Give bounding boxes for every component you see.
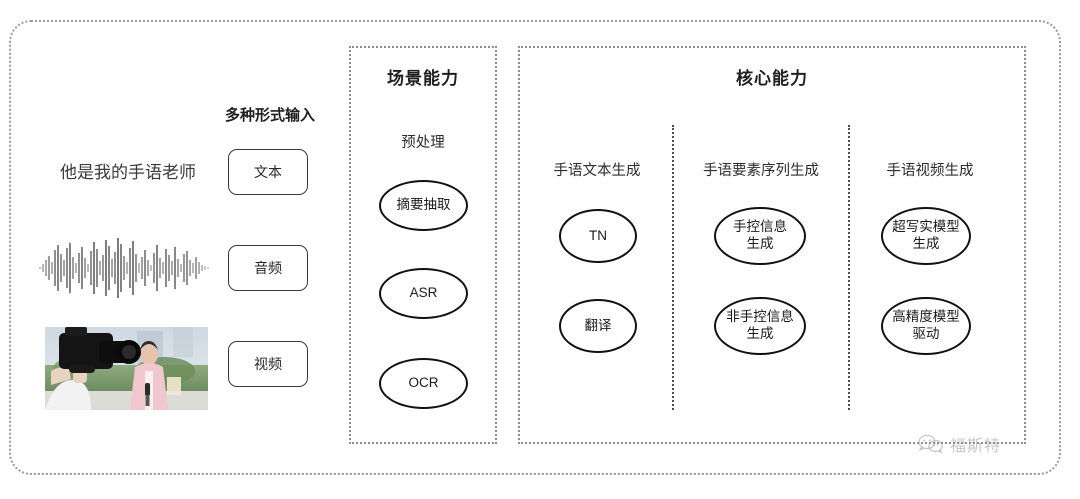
node-label: ASR	[409, 285, 438, 301]
core-capability-panel	[518, 46, 1026, 444]
node-label-line2: 生成	[912, 236, 940, 251]
scene-capability-panel	[349, 46, 497, 444]
input-chip-text[interactable]: 文本	[228, 149, 308, 195]
node-high-precision-model-driving[interactable]: 高精度模型 驱动	[881, 297, 971, 355]
core-column-divider-1	[672, 125, 674, 410]
node-label-line1: 超写实模型	[892, 219, 960, 235]
preprocess-group-label: 预处理	[401, 135, 445, 151]
core-column-divider-2	[848, 125, 850, 410]
node-asr[interactable]: ASR	[379, 268, 468, 319]
node-summary-extraction[interactable]: 摘要抽取	[379, 180, 468, 231]
watermark: 福斯特	[918, 432, 1001, 456]
node-label-line1: TN	[589, 227, 607, 243]
core-column-label-element-sequence: 手语要素序列生成	[703, 163, 819, 179]
node-label-line2: 生成	[746, 236, 774, 251]
core-column-label-video-generation: 手语视频生成	[886, 163, 974, 179]
input-chip-label: 视频	[254, 356, 282, 372]
node-non-manual-info-generation[interactable]: 非手控信息 生成	[714, 297, 806, 355]
video-thumbnail	[45, 327, 208, 410]
node-translation[interactable]: 翻译	[559, 299, 637, 353]
node-label: OCR	[408, 375, 439, 391]
node-label-line2: 驱动	[912, 326, 940, 341]
input-chip-audio[interactable]: 音频	[228, 245, 308, 291]
watermark-text: 福斯特	[950, 438, 1002, 455]
node-manual-info-generation[interactable]: 手控信息 生成	[714, 207, 806, 265]
outer-frame	[9, 20, 1061, 475]
inputs-header: 多种形式输入	[224, 107, 315, 124]
core-capability-title: 核心能力	[736, 69, 808, 88]
sample-input-text: 他是我的手语老师	[60, 163, 196, 182]
node-label-line1: 翻译	[584, 317, 612, 333]
node-tn[interactable]: TN	[559, 209, 637, 263]
wechat-icon	[918, 434, 944, 454]
node-label: 摘要抽取	[396, 197, 451, 213]
input-chip-video[interactable]: 视频	[228, 341, 308, 387]
input-chip-label: 文本	[254, 164, 282, 180]
scene-capability-title: 场景能力	[387, 69, 459, 88]
waveform-icon	[38, 236, 213, 300]
node-photorealistic-model-generation[interactable]: 超写实模型 生成	[881, 207, 971, 265]
core-column-label-text-generation: 手语文本生成	[553, 163, 641, 179]
node-ocr[interactable]: OCR	[379, 358, 468, 409]
node-label-line1: 高精度模型	[892, 309, 960, 325]
node-label-line2: 生成	[746, 326, 774, 341]
input-chip-label: 音频	[254, 260, 282, 276]
node-label-line1: 手控信息	[733, 219, 787, 235]
node-label-line1: 非手控信息	[726, 309, 794, 325]
